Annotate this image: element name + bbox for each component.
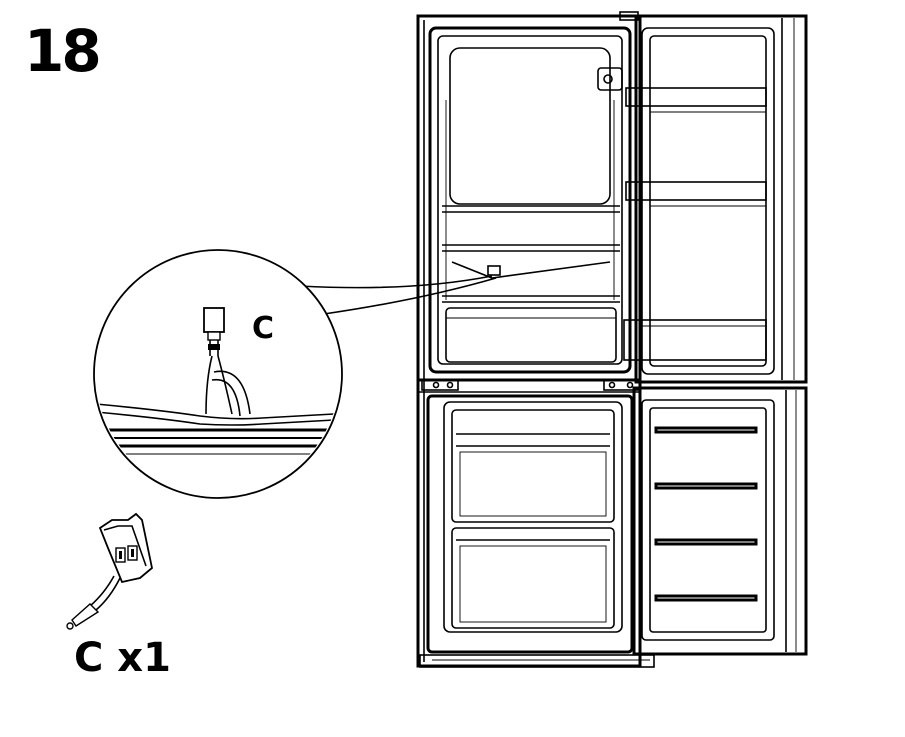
- part-count-label: C x1: [74, 635, 171, 681]
- fridge-compartment: [428, 26, 632, 374]
- freezer-door: [632, 386, 808, 656]
- step-number: 18: [24, 17, 102, 85]
- freezer-compartment: [426, 394, 634, 654]
- callout-label: C: [252, 311, 275, 346]
- fridge-door: [597, 14, 808, 384]
- zoom-callout: [93, 249, 497, 499]
- fridge-illustration: [416, 11, 808, 668]
- part-c-icon: [66, 512, 153, 630]
